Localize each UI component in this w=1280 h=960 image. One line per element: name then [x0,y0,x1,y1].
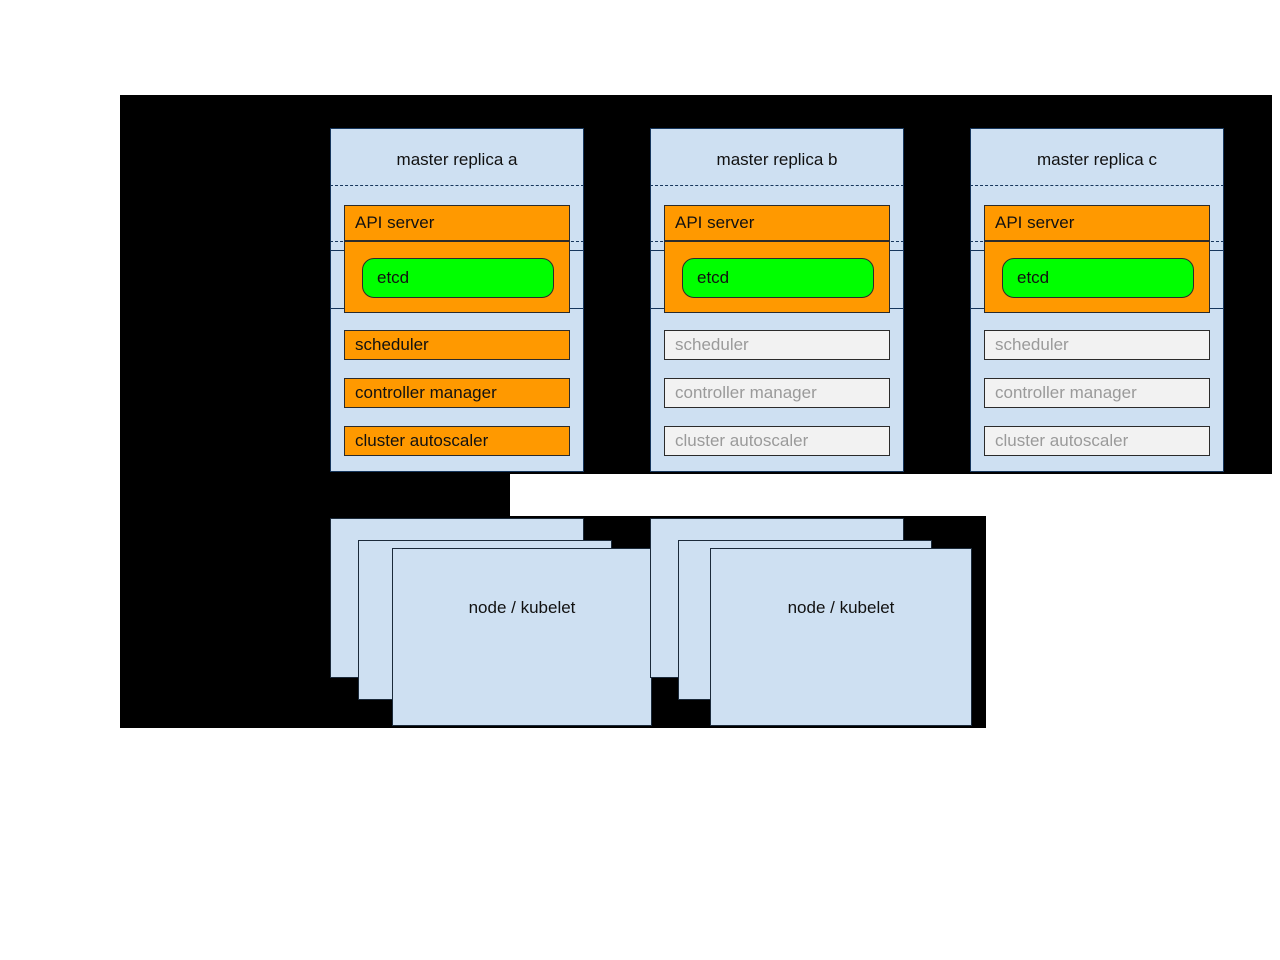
master-replica-a-controller-manager[interactable]: controller manager [344,378,570,408]
node-group-1-card-front[interactable] [392,548,652,726]
master-replica-c-scheduler[interactable]: scheduler [984,330,1210,360]
master-replica-c-separator-top [970,185,1224,186]
api-server-label: API server [355,213,435,232]
node-group-2-label: node / kubelet [787,598,895,617]
controller-manager-label: controller manager [355,383,497,402]
master-replica-b-api-server[interactable]: API server [664,205,890,241]
master-replica-a-cluster-autoscaler[interactable]: cluster autoscaler [344,426,570,456]
backdrop-notch-left [120,474,510,516]
api-server-label: API server [995,213,1075,232]
master-replica-b-separator-top [650,185,904,186]
master-replica-c-controller-manager[interactable]: controller manager [984,378,1210,408]
node-group-2-card-front[interactable] [710,548,972,726]
master-replica-a-etcd[interactable]: etcd [362,258,554,298]
master-replica-a-scheduler[interactable]: scheduler [344,330,570,360]
master-replica-a-api-server[interactable]: API server [344,205,570,241]
master-replica-a-separator-top [330,185,584,186]
master-replica-b-cluster-autoscaler[interactable]: cluster autoscaler [664,426,890,456]
cluster-autoscaler-label: cluster autoscaler [995,431,1129,450]
node-group-1-label: node / kubelet [468,598,576,617]
master-replica-b-title: master replica b [716,150,838,169]
master-replica-c-api-server[interactable]: API server [984,205,1210,241]
master-replica-c-title: master replica c [1037,150,1157,169]
cluster-autoscaler-label: cluster autoscaler [355,431,489,450]
master-replica-b-scheduler[interactable]: scheduler [664,330,890,360]
master-replica-b-controller-manager[interactable]: controller manager [664,378,890,408]
master-replica-b-etcd[interactable]: etcd [682,258,874,298]
controller-manager-label: controller manager [995,383,1137,402]
api-server-label: API server [675,213,755,232]
controller-manager-label: controller manager [675,383,817,402]
cluster-autoscaler-label: cluster autoscaler [675,431,809,450]
etcd-label: etcd [697,268,730,287]
master-replica-c-etcd[interactable]: etcd [1002,258,1194,298]
scheduler-label: scheduler [355,335,429,354]
master-replica-c-cluster-autoscaler[interactable]: cluster autoscaler [984,426,1210,456]
etcd-label: etcd [377,268,410,287]
master-replica-a-title: master replica a [396,150,518,169]
etcd-label: etcd [1017,268,1050,287]
scheduler-label: scheduler [675,335,749,354]
scheduler-label: scheduler [995,335,1069,354]
